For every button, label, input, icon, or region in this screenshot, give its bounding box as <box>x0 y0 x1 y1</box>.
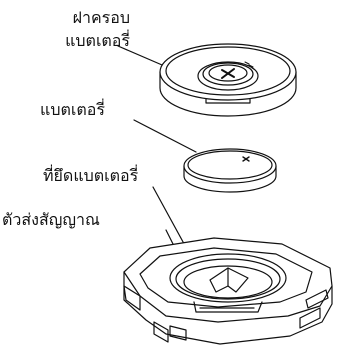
battery-cover-label-line1: ฝาครอบ <box>72 8 130 27</box>
battery-label: แบตเตอรี่ <box>40 100 105 119</box>
battery-holder-label: ที่ยึดแบตเตอรี่ <box>43 166 139 185</box>
coin-battery-drawing <box>183 148 277 193</box>
sensor-label: ตัวส่งสัญญาณ <box>2 210 100 229</box>
battery-cover-label: ฝาครอบ แบตเตอรี่ <box>8 6 130 52</box>
battery-leader-line <box>133 119 197 153</box>
battery-cover-drawing <box>159 43 297 117</box>
battery-cover-label-line2: แบตเตอรี่ <box>65 31 130 50</box>
sensor-housing-drawing <box>123 237 333 345</box>
